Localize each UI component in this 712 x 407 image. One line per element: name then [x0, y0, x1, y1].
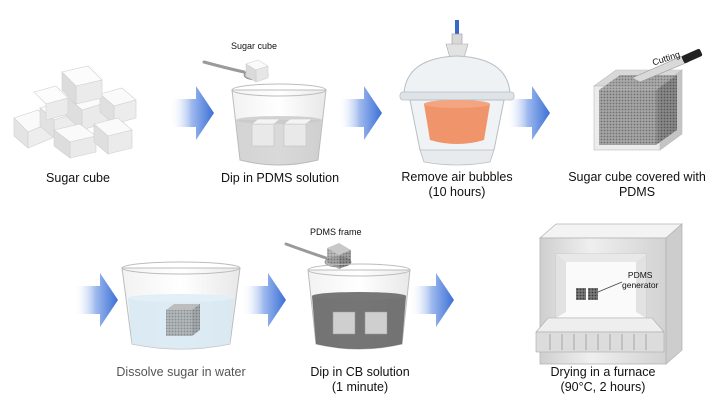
arrow-3	[506, 86, 550, 140]
label-pdms-generator-line1: PDMS	[627, 270, 653, 280]
caption-remove-bubbles: Remove air bubbles (10 hours)	[392, 170, 522, 200]
caption-dissolve: Dissolve sugar in water	[116, 365, 246, 379]
furnace-image	[535, 223, 684, 365]
label-pdms-frame: PDMS frame	[310, 227, 362, 237]
arrow-6	[410, 273, 454, 327]
caption-drying-line2: (90°C, 2 hours)	[560, 380, 646, 394]
caption-covered-cube: Sugar cube covered with PDMS	[562, 170, 712, 200]
flow-arrows	[74, 86, 550, 327]
cb-dip-image	[284, 242, 411, 350]
covered-cube-image	[593, 48, 703, 151]
caption-sugar-cube: Sugar cube	[46, 171, 110, 185]
arrow-4	[74, 273, 118, 327]
caption-remove-bubbles-line1: Remove air bubbles	[401, 170, 513, 184]
caption-remove-bubbles-line2: (10 hours)	[428, 185, 486, 199]
arrow-5	[242, 273, 286, 327]
caption-cb-dip: Dip in CB solution (1 minute)	[300, 365, 420, 395]
dissolve-image	[121, 261, 241, 350]
desiccator-image	[399, 20, 515, 166]
pdms-dip-image	[202, 59, 327, 166]
label-sugar-cube: Sugar cube	[231, 41, 278, 51]
caption-drying: Drying in a furnace (90°C, 2 hours)	[538, 365, 668, 395]
caption-cb-dip-line1: Dip in CB solution	[310, 365, 410, 379]
caption-cb-dip-line2: (1 minute)	[331, 380, 389, 394]
sugar-cubes-image	[13, 65, 137, 159]
arrow-1	[170, 86, 214, 140]
caption-pdms-dip: Dip in PDMS solution	[220, 171, 340, 185]
label-pdms-generator: PDMS generator	[622, 270, 658, 290]
caption-drying-line1: Drying in a furnace	[550, 365, 656, 379]
caption-covered-line2: PDMS	[618, 185, 656, 199]
arrow-2	[338, 86, 382, 140]
label-pdms-generator-line2: generator	[622, 280, 659, 290]
caption-covered-line1: Sugar cube covered with	[568, 170, 706, 184]
